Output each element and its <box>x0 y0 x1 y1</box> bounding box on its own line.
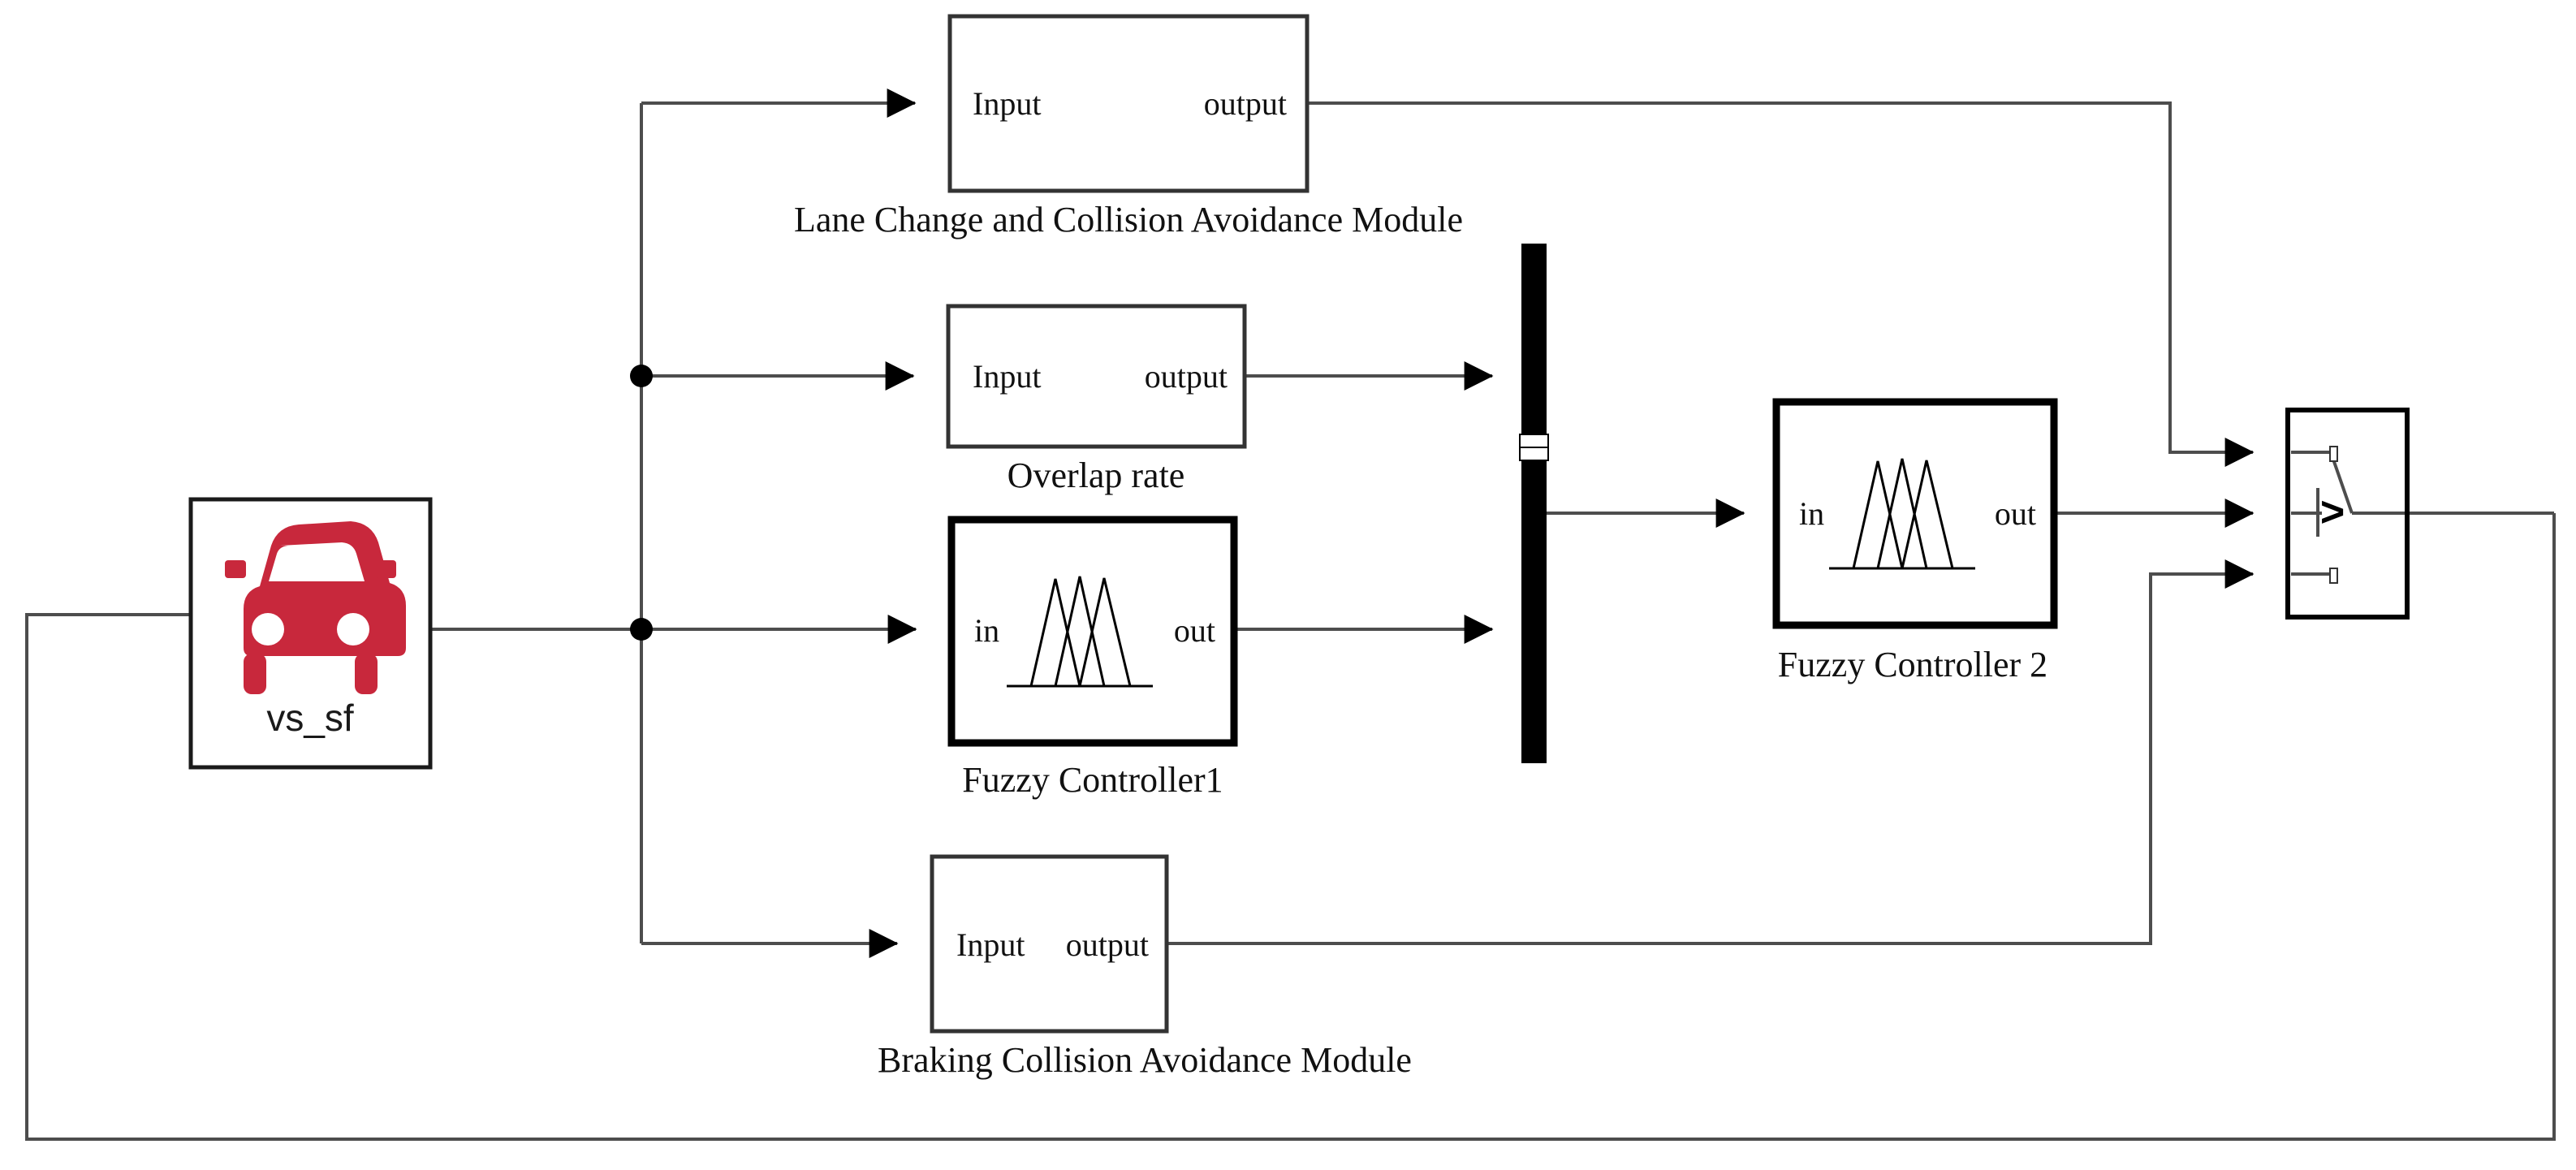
block-overlap-rate[interactable]: Input output <box>946 304 1247 449</box>
lane-change-out-port: output <box>1204 85 1287 122</box>
fuzzy1-in-port: in <box>974 612 999 649</box>
block-braking[interactable]: Input output <box>930 854 1169 1034</box>
junction-dot-fuzzy1 <box>630 618 653 641</box>
wire-lane-change-to-switch <box>1307 101 2255 467</box>
lane-change-in-port: Input <box>973 85 1041 122</box>
block-fuzzy-controller-1[interactable]: in out <box>947 516 1238 747</box>
block-switch[interactable]: > <box>2285 408 2410 620</box>
fuzzy2-out-port: out <box>1995 495 2036 532</box>
braking-in-port: Input <box>956 926 1025 963</box>
braking-caption: Braking Collision Avoidance Module <box>878 1040 1412 1080</box>
block-vehicle[interactable]: vs_sf <box>188 497 433 770</box>
wire-braking-to-switch <box>1167 559 2255 945</box>
overlap-rate-out-port: output <box>1145 358 1228 395</box>
switch-internals <box>2291 451 2405 576</box>
fuzzy2-caption: Fuzzy Controller 2 <box>1778 645 2047 684</box>
overlap-rate-in-port: Input <box>973 358 1041 395</box>
fuzzy1-caption: Fuzzy Controller1 <box>962 760 1223 800</box>
wire-feedback-loop <box>25 513 2556 1141</box>
overlap-rate-caption: Overlap rate <box>1008 455 1185 495</box>
fuzzy-membership-icon <box>1829 458 1975 570</box>
overlap-rate-border <box>946 304 1247 449</box>
block-mux[interactable] <box>1519 244 1549 763</box>
junction-dot-overlap <box>630 365 653 387</box>
block-lane-change[interactable]: Input output <box>947 14 1310 193</box>
lane-change-border <box>947 14 1310 193</box>
switch-port-top <box>2329 446 2338 462</box>
fuzzy1-out-port: out <box>1174 612 1215 649</box>
mux-bar <box>1521 244 1547 763</box>
lane-change-caption: Lane Change and Collision Avoidance Modu… <box>794 200 1463 240</box>
braking-out-port: output <box>1066 926 1149 963</box>
car-icon <box>225 521 406 694</box>
braking-border <box>930 854 1169 1034</box>
fuzzy2-in-port: in <box>1799 495 1824 532</box>
switch-threshold-symbol: > <box>2320 489 2345 536</box>
switch-port-bottom <box>2329 568 2338 584</box>
vehicle-block-name: vs_sf <box>266 697 354 739</box>
fuzzy-membership-icon <box>1007 576 1153 688</box>
block-fuzzy-controller-2[interactable]: in out <box>1772 398 2058 629</box>
